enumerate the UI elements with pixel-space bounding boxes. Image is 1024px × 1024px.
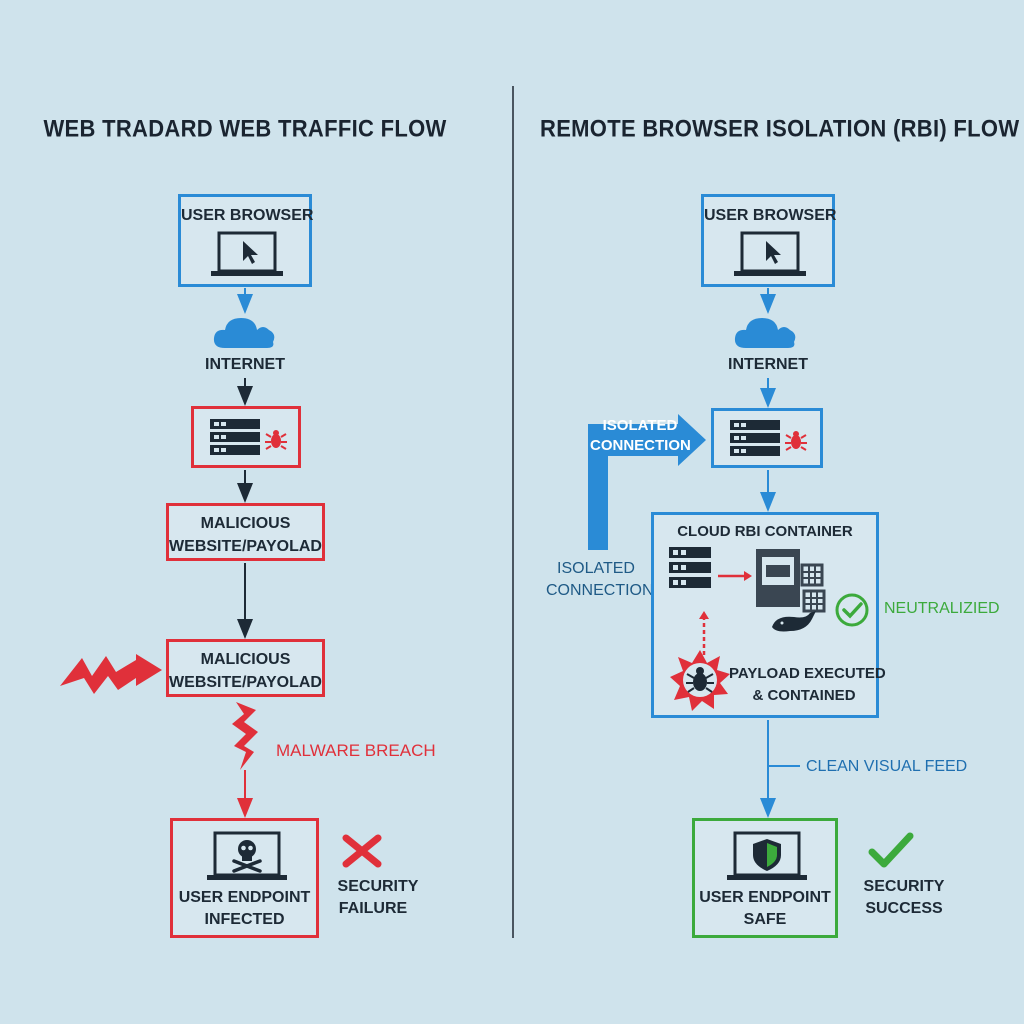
whale-icon bbox=[772, 611, 816, 632]
right-endpoint-label-2: SAFE bbox=[743, 911, 787, 928]
payload-bug-icon bbox=[670, 650, 730, 711]
left-cloud-icon bbox=[213, 318, 275, 348]
left-user-browser-label: USER BROWSER bbox=[181, 207, 314, 224]
right-endpoint-box: USER ENDPOINT SAFE bbox=[692, 818, 838, 938]
breach-lightning-icon bbox=[232, 702, 258, 770]
clean-feed-label: CLEAN VISUAL FEED bbox=[806, 758, 968, 775]
right-title: REMOTE BROWSER ISOLATION (RBI) FLOW bbox=[540, 114, 1020, 142]
skull-icon bbox=[207, 831, 287, 880]
left-title: WEB TRADARD WEB TRAFFIC FLOW bbox=[43, 114, 447, 142]
laptop-cursor-icon bbox=[211, 231, 283, 276]
malware-breach-label: MALWARE BREACH bbox=[276, 741, 436, 760]
security-failure-1: SECURITY bbox=[337, 878, 419, 895]
x-mark-icon bbox=[342, 834, 382, 868]
isolated-connection-arrow bbox=[588, 414, 706, 550]
lightning-icon bbox=[60, 654, 162, 694]
right-cloud-icon bbox=[734, 318, 796, 348]
left-user-browser-box: USER BROWSER bbox=[178, 194, 314, 287]
left-endpoint-box: USER ENDPOINT INFECTED bbox=[170, 818, 319, 938]
right-server-box bbox=[711, 408, 823, 468]
cloud-rbi-container: CLOUD RBI CONTAINER bbox=[651, 512, 886, 718]
neutralized-check-icon bbox=[835, 593, 869, 627]
server-icon bbox=[210, 419, 287, 455]
laptop-cursor-icon bbox=[734, 231, 806, 276]
left-malicious-box-1: MALICIOUS WEBSITE/PAYOLAD bbox=[166, 503, 325, 561]
left-endpoint-label-2: INFECTED bbox=[204, 911, 285, 928]
left-server-box bbox=[191, 406, 301, 468]
container-internals bbox=[669, 547, 826, 711]
arrow-label-2: CONNECTION bbox=[590, 437, 691, 454]
isolated-side-label-2: CONNECTION bbox=[546, 582, 654, 599]
shield-icon bbox=[727, 831, 807, 880]
right-user-browser-box: USER BROWSER bbox=[701, 194, 837, 287]
bug-icon bbox=[265, 430, 287, 450]
malicious-label-2a: MALICIOUS bbox=[200, 651, 291, 668]
payload-label-1: PAYLOAD EXECUTED bbox=[729, 665, 886, 682]
bug-icon bbox=[785, 431, 807, 451]
check-icon bbox=[868, 832, 914, 868]
left-malicious-box-2: MALICIOUS WEBSITE/PAYOLAD bbox=[166, 639, 325, 697]
right-internet-label: INTERNET bbox=[728, 356, 808, 373]
security-success-2: SUCCESS bbox=[865, 900, 943, 917]
right-user-browser-label: USER BROWSER bbox=[704, 207, 837, 224]
security-failure-2: FAILURE bbox=[338, 900, 408, 917]
malicious-label-2b: WEBSITE/PAYOLAD bbox=[169, 674, 322, 691]
arrow-label-1: ISOLATED bbox=[602, 417, 678, 434]
malicious-label-1a: MALICIOUS bbox=[200, 515, 291, 532]
malicious-label-1b: WEBSITE/PAYOLAD bbox=[169, 538, 322, 555]
isolated-side-label-1: ISOLATED bbox=[557, 560, 635, 577]
container-icon bbox=[756, 549, 826, 613]
container-title: CLOUD RBI CONTAINER bbox=[677, 523, 853, 540]
right-endpoint-label-1: USER ENDPOINT bbox=[699, 889, 831, 906]
neutralized-label: NEUTRALIZIED bbox=[884, 600, 1000, 617]
security-success-1: SECURITY bbox=[863, 878, 945, 895]
left-endpoint-label-1: USER ENDPOINT bbox=[178, 889, 311, 906]
payload-label-2: & CONTAINED bbox=[752, 687, 856, 704]
panel-divider bbox=[512, 86, 514, 938]
server-icon bbox=[730, 420, 807, 456]
left-internet-label: INTERNET bbox=[205, 356, 285, 373]
